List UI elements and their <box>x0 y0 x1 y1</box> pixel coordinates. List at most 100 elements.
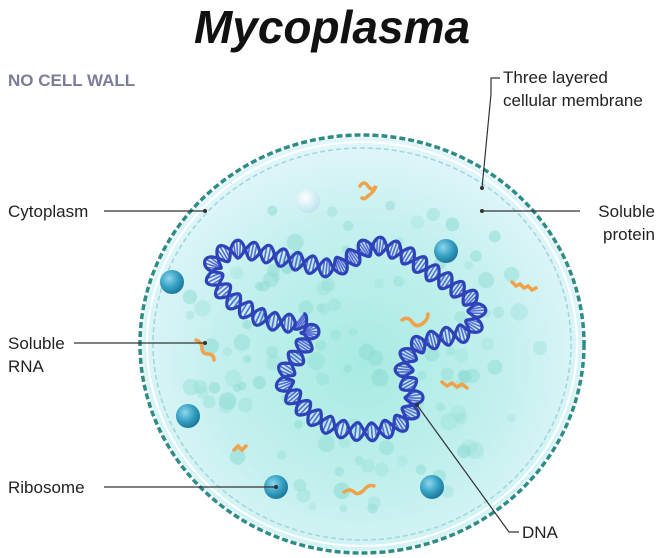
dna-base-pair <box>467 309 486 312</box>
cytoplasm-dot <box>182 378 200 396</box>
cytoplasm-dot <box>208 382 221 394</box>
label-ribosome: Ribosome <box>8 478 85 497</box>
cytoplasm-dot <box>492 306 505 319</box>
cytoplasm-dot <box>222 347 232 357</box>
dna-base-pair <box>242 302 253 319</box>
dna-base-pair <box>326 417 334 434</box>
dna-leader <box>416 404 519 533</box>
cytoplasm-dot <box>242 320 252 330</box>
dna-strand <box>203 235 488 442</box>
dna-base-pair <box>294 313 306 330</box>
cytoplasm-dot <box>255 281 264 291</box>
dna-base-pair <box>270 312 276 331</box>
cytoplasm-dot <box>330 329 342 341</box>
dna-base-pair <box>296 339 313 351</box>
dna-base-pair <box>218 245 230 262</box>
page-title: Mycoplasma <box>194 1 470 53</box>
membrane-inner <box>152 147 572 541</box>
cytoplasm-dot <box>266 346 279 359</box>
label-soluble-rna-line2: RNA <box>8 357 45 376</box>
dna-base-pair <box>401 408 418 419</box>
dna-base-pair <box>266 246 272 263</box>
dna-base-pair <box>413 256 426 272</box>
label-soluble-protein-line1: Soluble <box>598 202 655 221</box>
label-cytoplasm: Cytoplasm <box>8 202 88 221</box>
dna-base-pair <box>277 381 294 390</box>
cytoplasm-dot <box>328 298 342 312</box>
cytoplasm-dot <box>307 352 325 370</box>
cytoplasm-dot <box>315 372 330 386</box>
cytoplasm-dot <box>294 420 303 429</box>
dna-base-pair <box>346 249 358 267</box>
dna-base-pair <box>335 257 346 274</box>
dna-base-pair <box>462 289 474 304</box>
cytoplasm-dot <box>393 275 405 288</box>
cytoplasm-dot <box>450 405 467 421</box>
cytoplasm-dot <box>481 337 494 351</box>
dna-helix-icon <box>203 235 488 443</box>
cytoplasm-dot <box>466 442 484 460</box>
cytoplasm-dot <box>343 364 352 373</box>
dna-base-pair <box>249 242 255 260</box>
cytoplasm-dot <box>457 369 469 382</box>
dna-base-pair <box>296 315 307 330</box>
cytoplasm-dot <box>277 450 287 460</box>
dna-base-pair <box>439 272 451 289</box>
cytoplasm-dot <box>503 266 520 283</box>
membrane-leader <box>481 77 500 189</box>
cytoplasm-dot <box>457 444 471 459</box>
dna-base-pair <box>322 416 330 432</box>
dna-base-pair <box>286 314 290 333</box>
cytoplasm-dot <box>182 289 198 305</box>
soluble-rna-icon <box>342 483 376 496</box>
leader-dot <box>415 403 419 407</box>
dna-base-pair <box>339 420 345 438</box>
dna-base-pair <box>358 242 369 257</box>
cytoplasm-dot <box>470 250 482 262</box>
dna-base-pair <box>307 255 314 274</box>
cytoplasm-dot <box>316 303 325 312</box>
dna-base-pair <box>298 402 312 416</box>
dna-base-pair <box>463 291 477 306</box>
cytoplasm-dot <box>424 346 440 362</box>
cytoplasm-dot <box>354 456 364 465</box>
cytoplasm-dot <box>454 348 469 363</box>
cytoplasm-dot <box>367 503 378 514</box>
cytoplasm-dot <box>267 264 280 277</box>
dna-base-pair <box>396 414 408 430</box>
dna-base-pair <box>447 327 452 345</box>
cytoplasm-dot <box>252 375 266 390</box>
dna-base-pair <box>321 259 326 276</box>
dna-base-pair <box>394 415 405 432</box>
dna-base-pair <box>324 258 329 277</box>
cytoplasm-dot <box>488 230 501 243</box>
dna-base-pair <box>238 240 242 258</box>
dna-base-pair <box>295 400 310 414</box>
dna-base-pair <box>236 240 239 259</box>
leader-dot <box>203 209 207 213</box>
cytoplasm-dot <box>333 482 351 500</box>
dna-base-pair <box>285 389 299 401</box>
label-membrane-line1: Three layered <box>503 68 608 87</box>
dna-base-pair <box>307 409 319 424</box>
cytoplasm-dot <box>237 397 253 413</box>
membrane-middle <box>146 141 578 547</box>
cytoplasm-dot <box>478 272 495 289</box>
cytoplasm-dot <box>267 205 278 216</box>
dna-base-pair <box>401 349 417 360</box>
soluble-rna-icon <box>358 181 378 201</box>
dna-base-pair <box>383 420 391 438</box>
dna-base-pair <box>399 377 416 388</box>
dna-base-pair <box>293 252 300 271</box>
dna-base-pair <box>401 380 417 390</box>
dna-base-pair <box>431 331 438 349</box>
dna-base-pair <box>399 351 417 362</box>
dna-base-pair <box>390 241 399 259</box>
cytoplasm-dot <box>446 346 456 356</box>
dna-base-pair <box>395 367 414 372</box>
leader-dot <box>480 186 484 190</box>
cytoplasm-dot <box>441 367 454 381</box>
dna-base-pair <box>360 240 371 257</box>
dna-base-pair <box>215 284 231 298</box>
cytoplasm-dot <box>243 355 252 363</box>
